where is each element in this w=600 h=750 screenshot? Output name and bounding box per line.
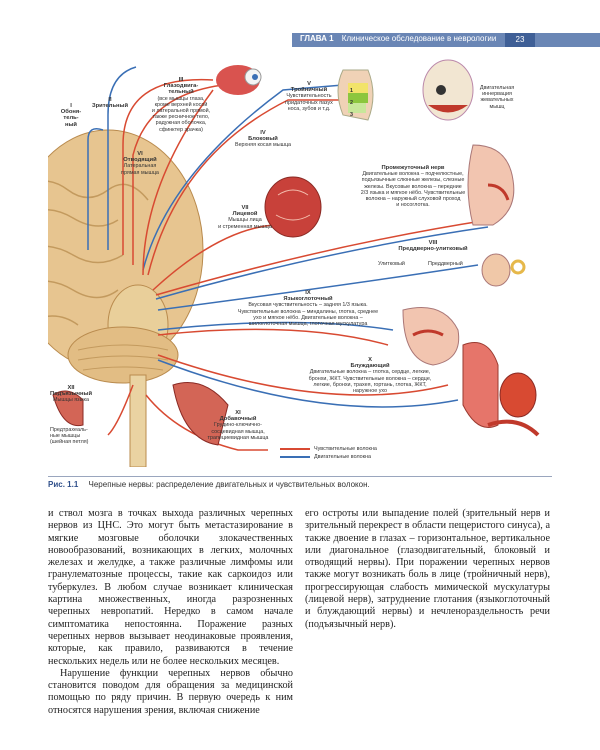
throat-illustration: [402, 307, 460, 366]
nerve-number: V: [307, 81, 311, 87]
nerve-number: X: [368, 357, 372, 363]
label-vagus: X Блуждающий Двигательные волокна – глот…: [300, 357, 440, 394]
nerve-number: VIII: [428, 240, 438, 246]
nerve-number: IV: [260, 130, 266, 136]
nerve-name: Отводящий: [123, 157, 157, 164]
nerve-number: I: [70, 103, 72, 109]
label-prethyroid: Предтрахеаль- ные мышцы (шейная петля): [50, 427, 100, 446]
caption-divider: [48, 476, 552, 477]
nerve-name: Блоковый: [248, 136, 278, 143]
label-olfactory: I Обоня- тель- ный: [50, 103, 92, 128]
neck-muscles-illustration: [52, 382, 229, 446]
nerve-name: Подъязычный: [49, 391, 93, 398]
text-column-left: и ствол мозга в точках выхода различных …: [48, 508, 293, 717]
label-glossopharyngeal: IX Языкоглоточный Вкусовая чувствительно…: [228, 290, 388, 327]
nerve-name: Обоня- тель- ный: [60, 109, 82, 128]
trigeminal-face-illustration: [337, 69, 374, 121]
legend-motor-label: Двигательные волокна: [314, 454, 372, 460]
trigeminal-branch-1: 1: [350, 88, 353, 94]
nerve-description: Латеральная прямая мышца: [121, 163, 159, 176]
legend-sensory-label: Чувствительные волокна: [314, 446, 377, 452]
nerve-name: Добавочный: [219, 416, 257, 423]
nerve-description: Чувствительность придаточных пазух носа,…: [285, 93, 333, 112]
eye-illustration: [216, 65, 262, 95]
prethyroid-description: Предтрахеаль- ные мышцы (шейная петля): [50, 427, 89, 446]
figure-illustration: [48, 59, 540, 467]
nerve-number: XII: [67, 385, 75, 391]
label-intermediate: Промежуточный нерв Двигательные волокна …: [348, 165, 478, 208]
nerve-name: Лицевой: [232, 211, 258, 218]
nerve-number: IX: [305, 290, 311, 296]
visceral-organs-illustration: [462, 342, 540, 437]
chapter-title: Клиническое обследование в неврологии: [341, 34, 497, 43]
figure-caption: Рис. 1.1 Черепные нервы: распределение д…: [48, 480, 552, 489]
spinal-cord: [129, 374, 147, 467]
nerve-paths: [87, 66, 489, 451]
nerve-number: VI: [137, 151, 143, 157]
nerve-description: (все мышцы глаза, кроме верхней косой и …: [151, 95, 211, 133]
caption-text: Черепные нервы: распределение двигательн…: [88, 480, 370, 489]
label-vestibular: Преддверный: [428, 261, 463, 267]
nerve-name: Промежуточный нерв: [381, 165, 445, 171]
nerve-name: Языкоглоточный: [283, 296, 333, 303]
nerve-description: Мышцы лица и стременная мышца: [218, 217, 272, 230]
paragraph: и ствол мозга в точках выхода различных …: [48, 508, 293, 667]
nerve-number: III: [178, 77, 184, 83]
trigeminal-branch-2: 2: [350, 100, 353, 106]
paragraph: его остроты или выпадение полей (зритель…: [305, 508, 550, 630]
nerve-description: Вкусовая чувствительность – задняя 1/3 я…: [237, 302, 379, 328]
nerve-description: Верхняя косая мышца: [234, 142, 292, 149]
chapter-label: ГЛАВА 1: [300, 34, 334, 43]
label-oculomotor: III Глазодвига- тельный (все мышцы глаза…: [146, 77, 216, 133]
facial-muscles-illustration: [264, 176, 322, 238]
cranial-nerves-figure: I Обоня- тель- ный II Зрительный III Гла…: [48, 55, 552, 467]
label-abducens: VI Отводящий Латеральная прямая мышца: [110, 151, 170, 176]
nerve-name: Преддверно-улитковый: [398, 246, 468, 253]
cerebellum: [67, 326, 179, 384]
trigeminal-branch-3: 3: [350, 112, 353, 118]
nerve-number: II: [108, 97, 112, 103]
label-vestibulocochlear: VIII Преддверно-улитковый: [378, 240, 488, 252]
label-cochlear: Улитковый: [378, 261, 405, 267]
label-hypoglossal: XII Подъязычный Мышцы языка: [48, 385, 94, 404]
label-optic: II Зрительный: [90, 97, 130, 109]
nerve-description: Двигательные волокна – глотка, сердце, л…: [308, 369, 432, 395]
masticatory-description: Двигательная иннервация жевательных мышц: [479, 85, 515, 110]
ear-illustration: [481, 253, 526, 287]
label-masticatory: Двигательная иннервация жевательных мышц: [466, 85, 528, 110]
nerve-number: XI: [235, 410, 241, 416]
label-trochlear: IV Блоковый Верхняя косая мышца: [233, 130, 293, 149]
chapter-header: ГЛАВА 1 Клиническое обследование в невро…: [300, 34, 496, 43]
nerve-description: Грудино-ключично- сосцевидная мышца, тра…: [207, 422, 269, 441]
nerve-name: Блуждающий: [350, 363, 390, 370]
nerve-description: Мышцы языка: [53, 397, 89, 404]
page-number: 23: [505, 33, 535, 47]
paragraph: Нарушение функции черепных нервов обычно…: [48, 667, 293, 716]
nerve-description: Двигательные волокна – подчелюстные, под…: [360, 171, 466, 209]
nerve-name: Тройничный: [290, 87, 328, 94]
nerve-name: Зрительный: [91, 103, 129, 110]
cerebellum-folia: [77, 344, 169, 371]
head-profile-illustration: [467, 144, 515, 226]
text-column-right: его остроты или выпадение полей (зритель…: [305, 508, 550, 631]
skull-illustration: [422, 59, 474, 121]
label-trigeminal: V Тройничный Чувствительность придаточны…: [274, 81, 344, 112]
label-facial: VII Лицевой Мышцы лица и стременная мышц…: [210, 205, 280, 230]
label-accessory: XI Добавочный Грудино-ключично- сосцевид…: [203, 410, 273, 441]
nerve-name: Глазодвига- тельный: [163, 83, 199, 96]
nerve-number: VII: [241, 205, 249, 211]
caption-label: Рис. 1.1: [48, 480, 79, 489]
